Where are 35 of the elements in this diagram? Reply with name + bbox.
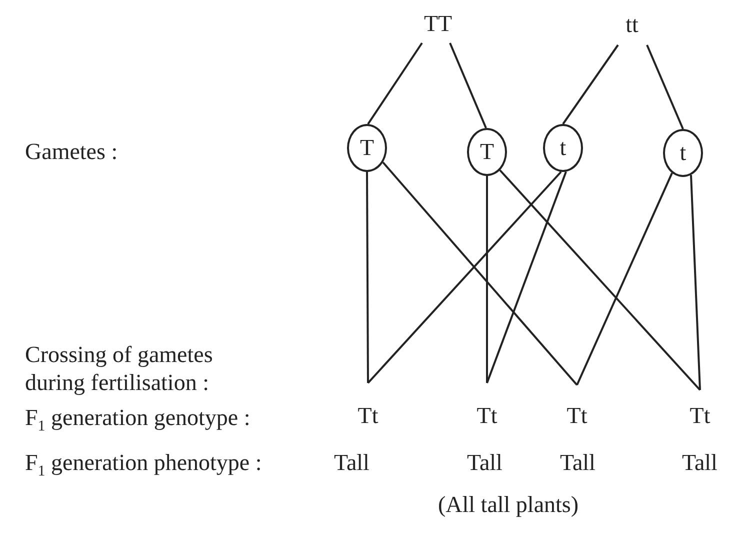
offspring-genotype-text: Tt bbox=[476, 404, 498, 428]
allele-text: t bbox=[560, 136, 566, 160]
cross-line bbox=[382, 162, 578, 386]
gamete-circle bbox=[663, 129, 703, 177]
cross-line bbox=[449, 42, 487, 128]
cross-line bbox=[486, 171, 567, 384]
phenotype-text: Tall bbox=[467, 449, 502, 477]
row-label: Crossing of gametes during fertilisation : bbox=[25, 341, 214, 397]
offspring-genotype-text: Tt bbox=[690, 404, 710, 428]
row-label: Gametes : bbox=[25, 138, 118, 166]
parent-genotype-text: TT bbox=[424, 12, 452, 36]
gamete-circle bbox=[347, 124, 387, 172]
allele-text: T bbox=[480, 140, 494, 164]
row-label: F$_{1}$ generation phenotype : bbox=[25, 449, 262, 482]
allele-text: t bbox=[680, 141, 686, 165]
row-label: F$_{1}$ generation genotype : bbox=[25, 404, 250, 437]
phenotype-text: Tall bbox=[560, 449, 596, 477]
cross-line bbox=[499, 170, 701, 391]
cross-line bbox=[367, 171, 562, 384]
cross-line bbox=[366, 172, 369, 383]
phenotype-text: Tall bbox=[682, 449, 718, 477]
cross-line bbox=[486, 176, 488, 383]
gamete-circle bbox=[543, 124, 583, 172]
cross-line bbox=[690, 174, 701, 390]
allele-text: T bbox=[360, 136, 374, 160]
cross-line bbox=[646, 44, 684, 130]
parent-genotype-text: tt bbox=[626, 13, 638, 37]
note-text: (All tall plants) bbox=[438, 491, 579, 519]
cross-line bbox=[562, 44, 619, 125]
offspring-genotype-text: Tt bbox=[566, 404, 588, 428]
gamete-circle bbox=[467, 128, 507, 176]
cross-line bbox=[367, 42, 423, 125]
phenotype-text: Tall bbox=[334, 449, 370, 477]
cross-line bbox=[576, 172, 673, 386]
offspring-genotype-text: Tt bbox=[358, 404, 378, 428]
